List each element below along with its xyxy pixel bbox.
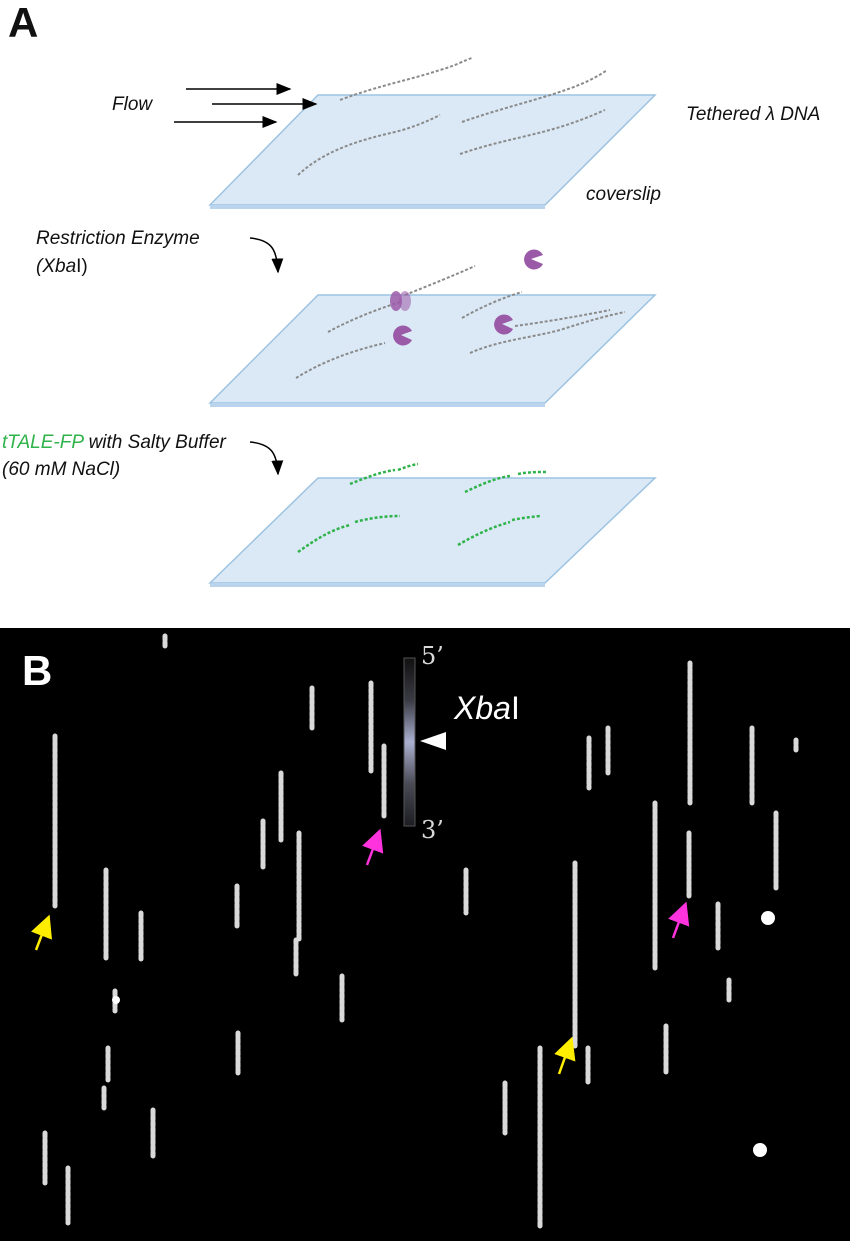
- flow-arrows: [174, 83, 318, 128]
- ttale-fp-label: tTALE-FP: [2, 432, 84, 453]
- dna-strand-group: [42, 633, 799, 1231]
- intensity-scale-bar: [403, 657, 416, 827]
- panel-b: B: [0, 628, 850, 1241]
- enzyme-icon: [524, 249, 543, 270]
- enzyme-icon: [399, 291, 411, 311]
- blob: [112, 996, 120, 1004]
- magenta-arrow-icon: [668, 901, 690, 939]
- enzyme-icons: [390, 249, 543, 346]
- coverslip-3: [208, 477, 657, 587]
- coverslip-label: coverslip: [586, 184, 661, 205]
- xbai-italic: Xba: [454, 690, 511, 726]
- step1-enzyme-name: (Xba: [36, 256, 77, 277]
- step1-line2: (XbaI): [36, 256, 88, 279]
- enzyme-icon: [494, 314, 513, 335]
- triangle-marker-icon: [420, 732, 446, 750]
- micrograph-svg: [31, 633, 799, 1231]
- yellow-arrow-icon: [31, 914, 53, 951]
- magenta-arrow-icon: [362, 828, 384, 866]
- dna-strands-1: [297, 57, 608, 176]
- schematic-svg: [174, 57, 657, 587]
- fluorescent-blobs: [112, 911, 775, 1157]
- panel-a-label: A: [8, 0, 39, 46]
- step1-line1: Restriction Enzyme: [36, 228, 200, 249]
- tethered-dna-label: Tethered λ DNA: [686, 104, 821, 125]
- panel-b-label: B: [22, 647, 53, 694]
- blob: [753, 1143, 767, 1157]
- enzyme-icon: [390, 291, 402, 311]
- coverslip-1: [208, 94, 657, 209]
- flow-label: Flow: [112, 94, 153, 115]
- step1-enzyme-suffix: I): [76, 256, 88, 277]
- scale-5prime-label: 5’: [421, 642, 444, 670]
- enzyme-icon: [393, 325, 412, 346]
- xbai-suffix: I: [510, 690, 520, 726]
- yellow-arrow-icon: [554, 1036, 576, 1075]
- step-arrows: [249, 237, 284, 476]
- panel-a: A: [2, 0, 821, 587]
- coverslip-2: [208, 294, 657, 407]
- xbai-marker-label: XbaI: [454, 690, 520, 727]
- step2-line1: tTALE-FP with Salty Buffer: [2, 432, 226, 455]
- blob: [761, 911, 775, 925]
- salty-buffer-label: with Salty Buffer: [83, 432, 226, 453]
- scale-3prime-label: 3’: [421, 816, 444, 844]
- step2-line2: (60 mM NaCl): [2, 459, 121, 480]
- dna-strands-3: [297, 462, 547, 554]
